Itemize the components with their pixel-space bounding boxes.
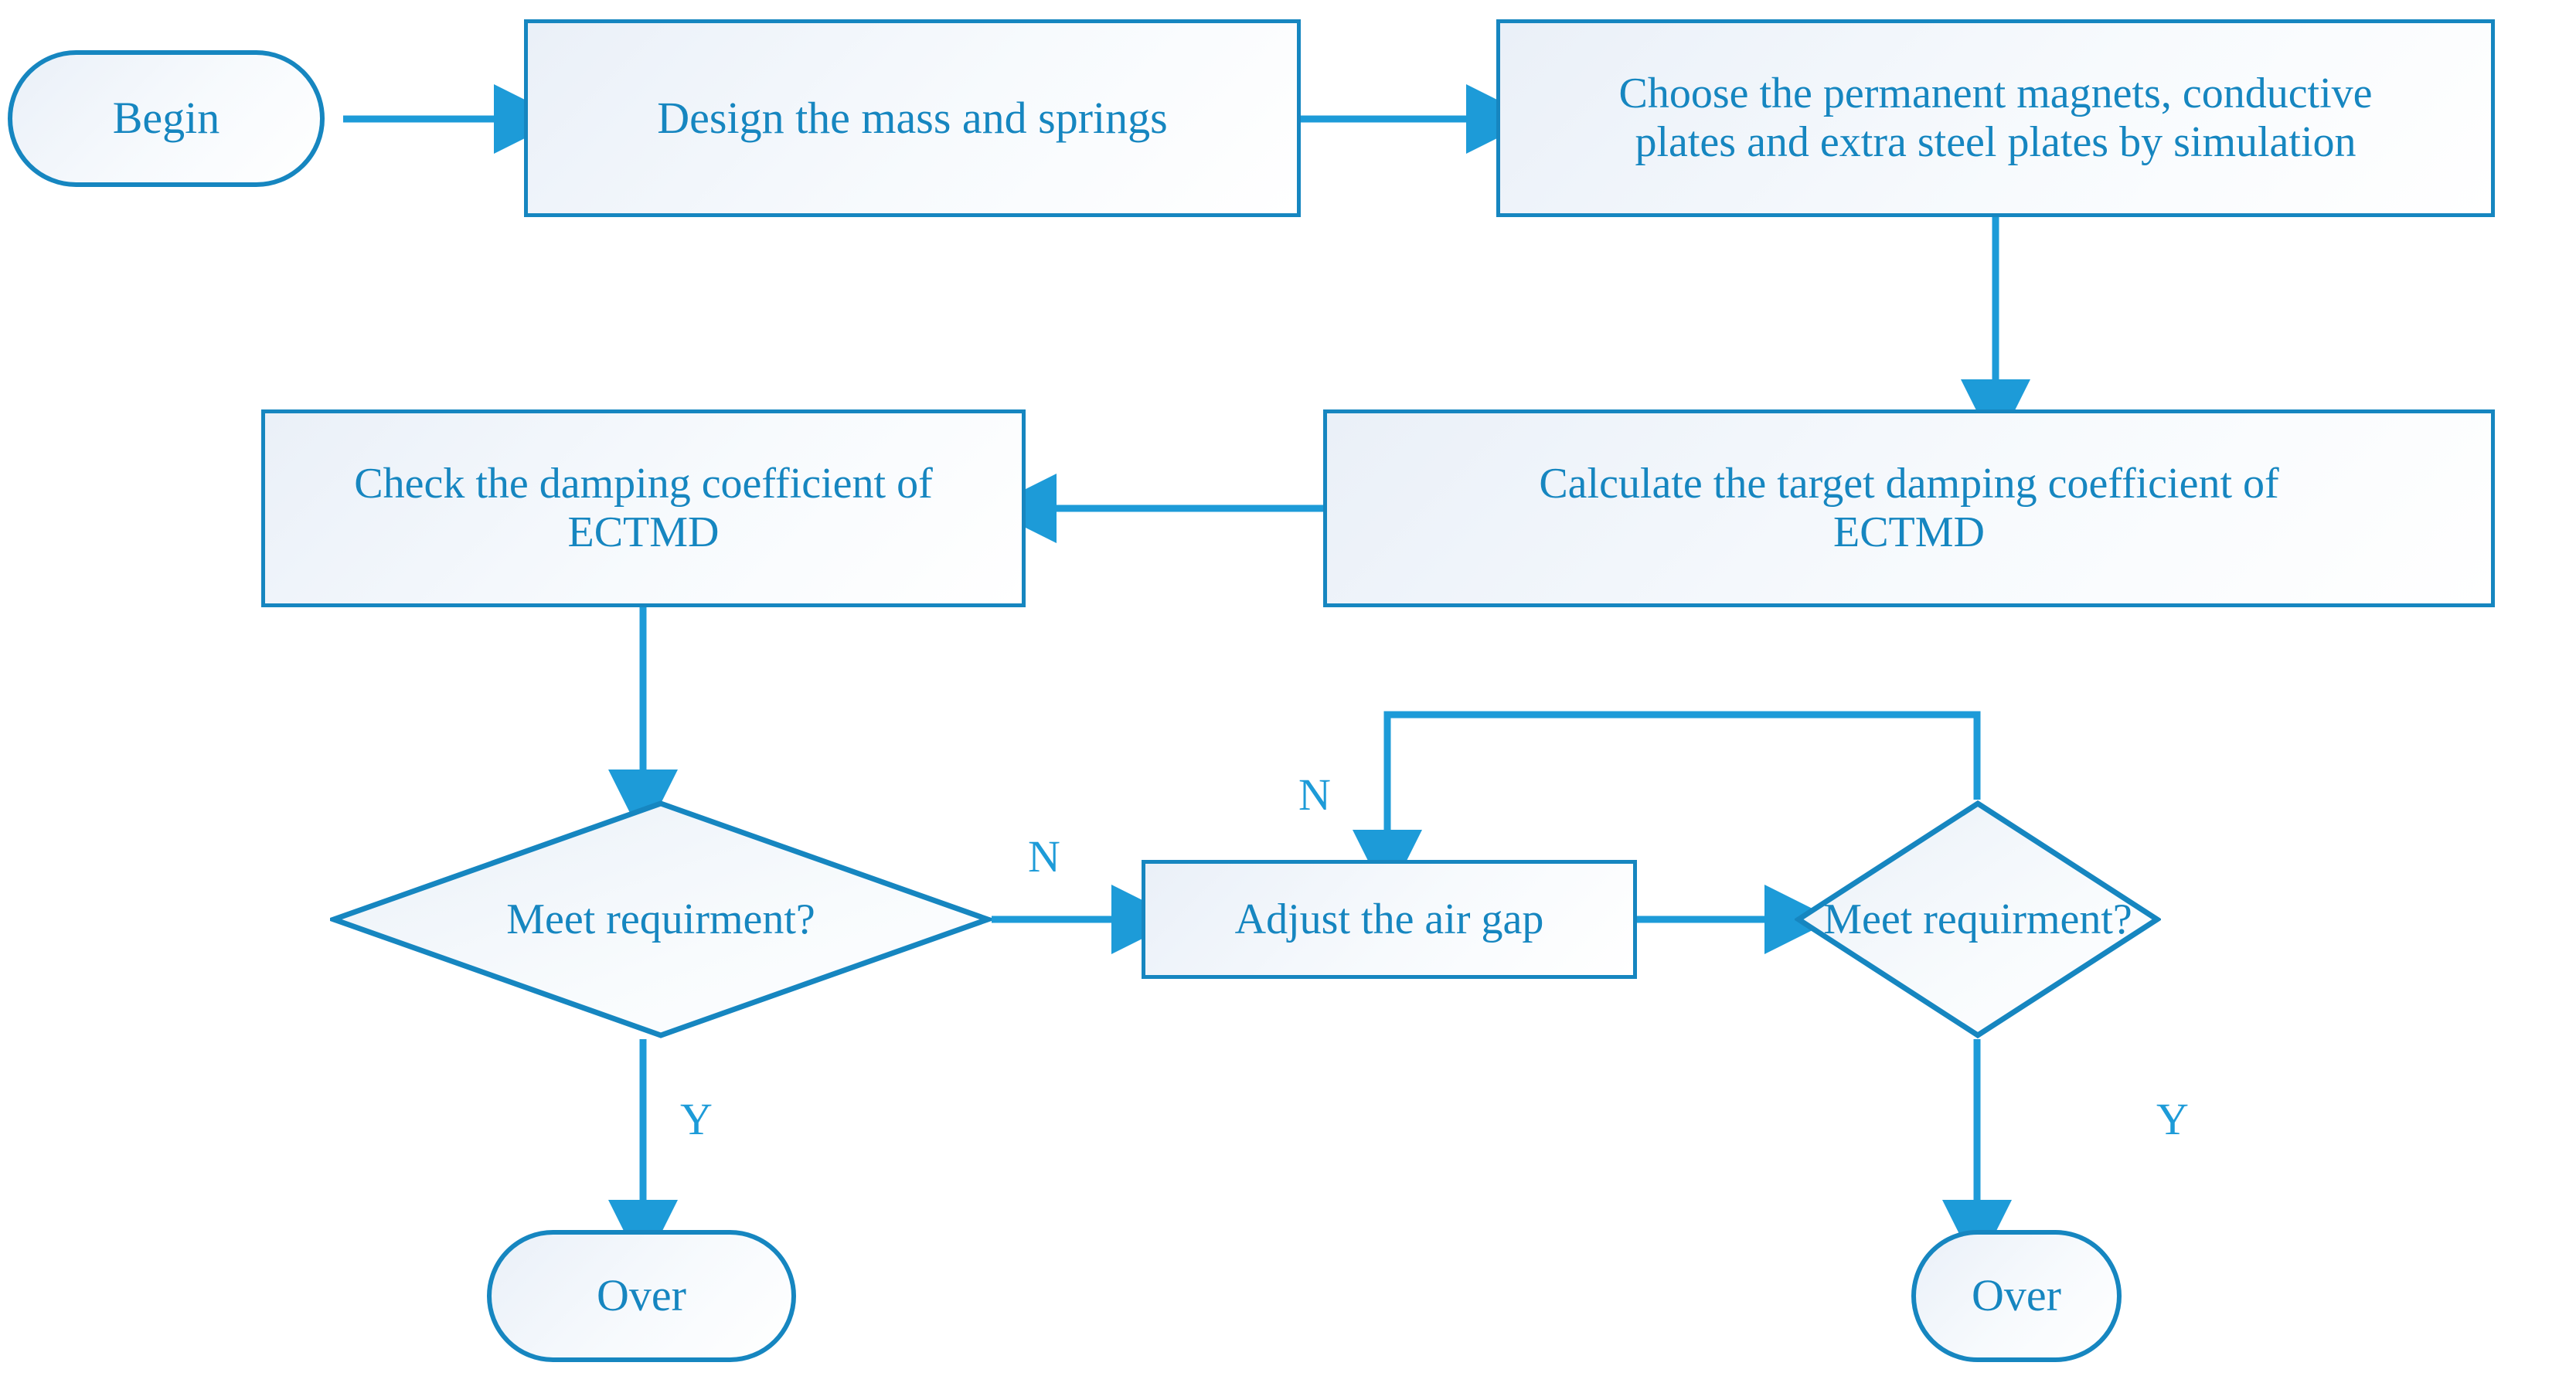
edge-label-left-decision-yes: Y xyxy=(680,1094,713,1144)
node-adjust-air-gap-label: Adjust the air gap xyxy=(1234,895,1544,943)
node-choose-components-label: Choose the permanent magnets, conductive… xyxy=(1618,70,2373,166)
node-over-left[interactable]: Over xyxy=(487,1230,796,1362)
node-calculate-target[interactable]: Calculate the target damping coefficient… xyxy=(1323,409,2495,607)
node-design-mass-springs-label: Design the mass and springs xyxy=(657,92,1168,143)
edge-label-right-decision-yes: Y xyxy=(2156,1094,2189,1144)
node-adjust-air-gap[interactable]: Adjust the air gap xyxy=(1142,860,1637,979)
node-decision-left-label: Meet requirment? xyxy=(506,895,815,943)
node-over-left-label: Over xyxy=(597,1270,686,1321)
node-check-damping[interactable]: Check the damping coefficient of ECTMD xyxy=(261,409,1026,607)
node-decision-right-label: Meet requirment? xyxy=(1823,895,2132,943)
node-design-mass-springs[interactable]: Design the mass and springs xyxy=(524,19,1301,217)
node-check-damping-label: Check the damping coefficient of ECTMD xyxy=(354,460,933,556)
node-decision-left[interactable]: Meet requirment? xyxy=(330,800,992,1039)
node-calculate-target-label: Calculate the target damping coefficient… xyxy=(1539,460,2279,556)
node-over-right[interactable]: Over xyxy=(1911,1230,2122,1362)
node-over-right-label: Over xyxy=(1972,1270,2061,1321)
node-begin-label: Begin xyxy=(112,93,220,144)
edge-label-right-decision-no: N xyxy=(1298,770,1331,820)
node-choose-components[interactable]: Choose the permanent magnets, conductive… xyxy=(1496,19,2495,217)
node-begin[interactable]: Begin xyxy=(8,50,325,187)
edge-label-left-decision-no: N xyxy=(1028,831,1060,882)
decision-left-shape xyxy=(330,800,992,1038)
node-decision-right[interactable]: Meet requirment? xyxy=(1795,800,2161,1039)
decision-right-shape xyxy=(1795,800,2161,1039)
